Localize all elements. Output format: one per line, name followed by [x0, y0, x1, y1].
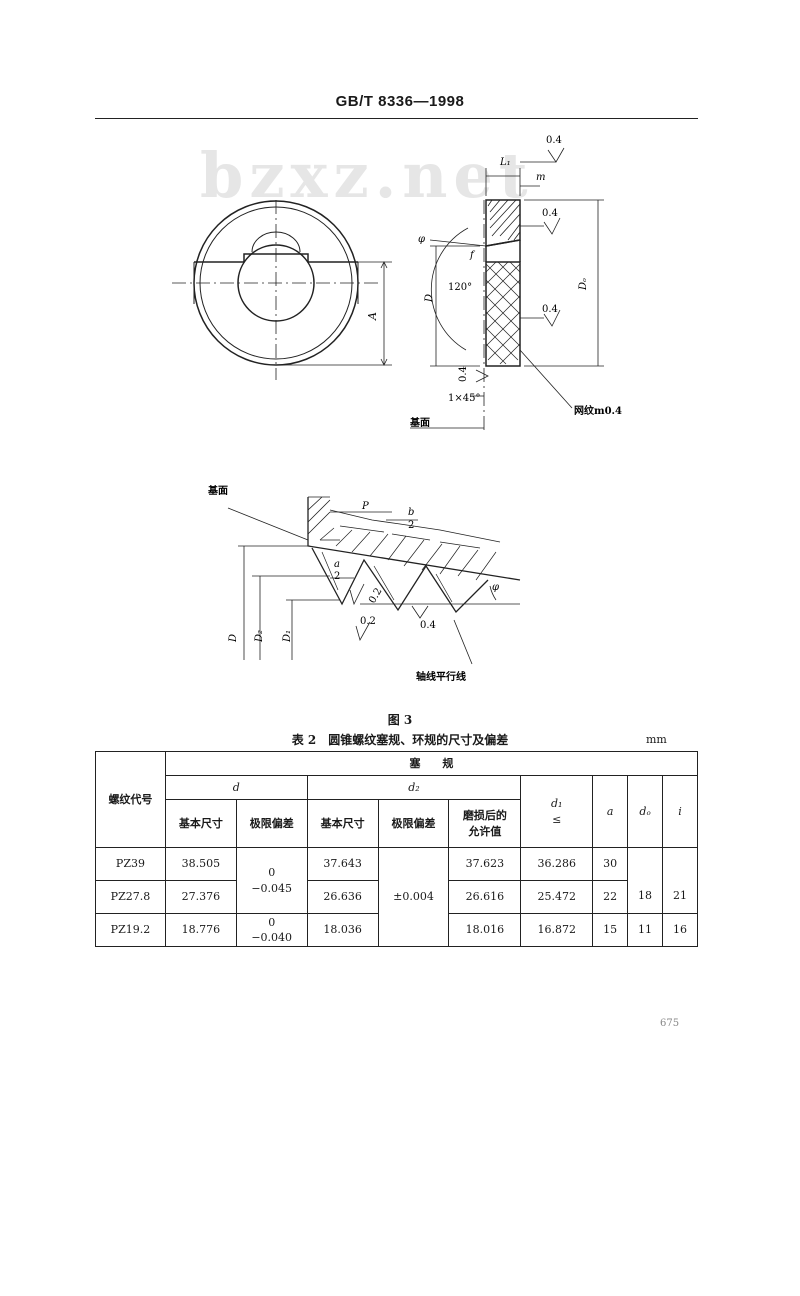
cell-a: 22 [592, 880, 629, 914]
label-chamfer: 1×45° [448, 393, 480, 404]
header-d: d [164, 775, 308, 800]
label-b-den: 2 [408, 520, 414, 531]
cell-d2-worn: 37.623 [448, 847, 522, 881]
label-P: P [361, 501, 369, 512]
header-d2-worn-cell: 磨损后的 允许值 [448, 799, 522, 848]
cell-d1: 16.872 [520, 913, 594, 947]
roughness-0.4-upper: 0.4 [542, 208, 558, 219]
label-L1: L₁ [499, 157, 511, 168]
label-D-bottom: D [228, 634, 239, 643]
roughness-0.2-a: 0.2 [367, 586, 384, 605]
cell-d2-worn: 26.616 [448, 880, 522, 914]
table-unit: mm [646, 733, 667, 746]
cell-d-basic: 38.505 [164, 847, 237, 881]
cell-a: 30 [592, 847, 629, 881]
cell-i-1: 21 [662, 847, 698, 914]
header-d-basic: 基本尺寸 [164, 799, 237, 848]
cell-d-dev-1-upper: 0 [268, 866, 276, 880]
header-d2-basic: 基本尺寸 [306, 799, 379, 848]
cell-d1: 25.472 [520, 880, 594, 914]
roughness-0.2-b: 0.2 [360, 616, 376, 627]
cell-d-dev-1-lower: −0.045 [251, 881, 293, 895]
header-d2-deviation: 极限偏差 [377, 799, 450, 848]
header-leq: ≤ [552, 812, 562, 826]
label-m: m [536, 172, 545, 183]
cell-do-1: 18 [627, 847, 664, 914]
label-a: a [334, 559, 340, 570]
table-row: PZ19.2 18.776 0 −0.040 18.036 18.016 16.… [95, 913, 698, 947]
cell-d-basic: 27.376 [164, 880, 237, 914]
roughness-0.4-lower: 0.4 [542, 304, 558, 315]
cell-code: PZ27.8 [95, 880, 166, 914]
cell-d2-basic: 37.643 [306, 847, 379, 881]
label-D1: D₁ [282, 630, 293, 643]
cell-i-2: 16 [662, 913, 698, 947]
cell-d-dev-1: 0 −0.045 [235, 847, 308, 914]
page-number: 675 [660, 1018, 680, 1029]
header-worn-line1: 磨损后的 [462, 809, 507, 823]
label-axis-parallel: 轴线平行线 [416, 670, 466, 683]
cell-d-dev-2: 0 −0.040 [235, 913, 308, 947]
cell-d1: 36.286 [520, 847, 594, 881]
thread-profile-figure: 基面 P b 2 a 2 φ 0.2 0.2 0.4 D D₂ D₁ 轴线平行线 [207, 484, 521, 683]
label-Do: Dₒ [578, 278, 589, 291]
thread-gauge-table: 螺纹代号 塞 规 d d₂ d₁ ≤ a dₒ i 基本尺寸 极限偏差 基本尺寸… [95, 751, 699, 947]
cell-d2-basic: 18.036 [306, 913, 379, 947]
label-base-face-top: 基面 [409, 416, 430, 429]
cell-code: PZ39 [95, 847, 166, 881]
label-a-den: 2 [334, 571, 340, 582]
table-row: PZ39 38.505 0 −0.045 37.643 ±0.004 37.62… [95, 847, 698, 947]
roughness-0.4-top: 0.4 [546, 135, 562, 146]
header-d-deviation: 极限偏差 [235, 799, 308, 848]
label-phi: φ [418, 234, 425, 245]
header-thread-code: 螺纹代号 [95, 751, 166, 848]
label-phi-bottom: φ [492, 582, 499, 593]
header-d1-cell: d₁ ≤ [520, 775, 594, 848]
cell-code: PZ19.2 [95, 913, 166, 947]
roughness-0.4-left: 0.4 [458, 366, 469, 382]
page-header: GB/T 8336—1998 [335, 93, 465, 110]
label-D2: D₂ [254, 630, 265, 643]
cell-d-basic: 18.776 [164, 913, 237, 947]
header-worn-line2: 允许值 [468, 824, 502, 838]
label-f: f [469, 250, 476, 261]
header-d2: d₂ [306, 775, 522, 800]
table-title: 表 2 圆锥螺纹塞规、环规的尺寸及偏差 [291, 733, 509, 747]
cell-d-dev-2-lower: −0.040 [251, 931, 293, 944]
label-b: b [408, 507, 414, 518]
label-A: A [366, 312, 379, 321]
ring-gauge-figure: bzxz.net A [172, 135, 622, 430]
roughness-0.4-bottom: 0.4 [420, 620, 436, 631]
cell-d2-basic: 26.636 [306, 880, 379, 914]
cell-d-dev-2-upper: 0 [268, 915, 276, 929]
watermark: bzxz.net [200, 139, 533, 212]
header-i: i [662, 775, 698, 848]
section-view [410, 147, 604, 430]
header-do: dₒ [627, 775, 664, 848]
table-row: PZ27.8 27.376 26.636 26.616 25.472 22 [95, 880, 698, 914]
label-base-face-bottom: 基面 [207, 484, 228, 497]
label-knurl: 网纹m0.4 [574, 404, 622, 417]
figure-caption: 图 3 [387, 713, 413, 727]
header-rule [95, 118, 698, 119]
header-d1: d₁ [551, 797, 563, 811]
cell-d2-worn: 18.016 [448, 913, 522, 947]
header-a: a [592, 775, 629, 848]
cell-d2-dev: ±0.004 [377, 847, 450, 947]
label-120: 120° [448, 282, 472, 293]
cell-do-2: 11 [627, 913, 664, 947]
section-labels: 0.4 0.4 0.4 0.4 L₁ m φ f 120° D Dₒ 1×45°… [409, 135, 622, 429]
cell-a: 15 [592, 913, 629, 947]
front-view [172, 200, 392, 380]
thread-labels: 基面 P b 2 a 2 φ 0.2 0.2 0.4 D D₂ D₁ 轴线平行线 [207, 484, 499, 683]
label-D: D [424, 294, 435, 303]
header-plug-gauge: 塞 规 [164, 751, 699, 776]
